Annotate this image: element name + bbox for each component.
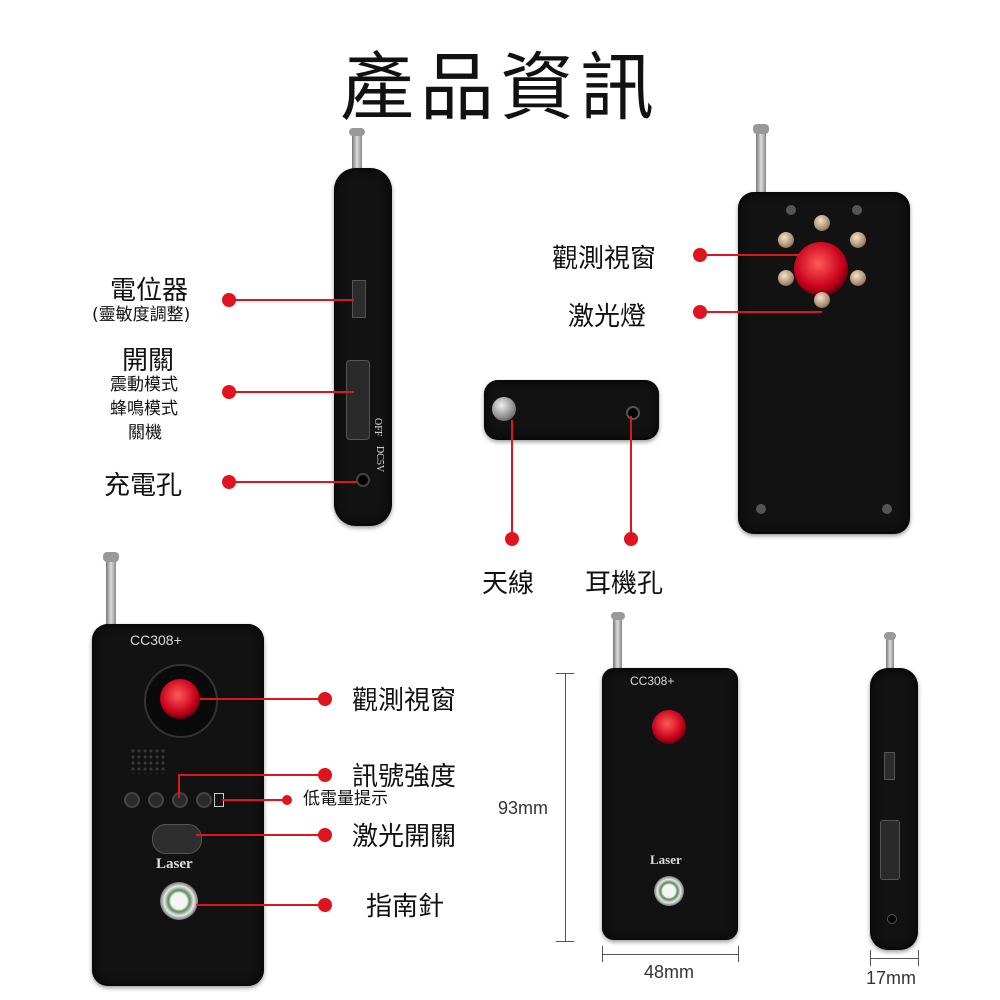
depth-dim-right <box>918 950 919 966</box>
ir-led <box>778 232 794 248</box>
dc-text: DC5V <box>374 446 385 473</box>
ir-led <box>778 270 794 286</box>
charge-port-line <box>229 481 357 483</box>
model-name: CC308+ <box>130 632 182 648</box>
earphone-dot <box>624 532 638 546</box>
laser-switch-line <box>196 834 320 836</box>
laser-led <box>814 292 830 308</box>
signal-led <box>148 792 164 808</box>
front-observation-dot <box>318 692 332 706</box>
signal-dot <box>318 768 332 782</box>
switch-slider <box>880 820 900 880</box>
front-observation-label: 觀測視窗 <box>352 686 457 716</box>
antenna <box>352 128 362 173</box>
charge-port-hole <box>356 473 370 487</box>
signal-label: 訊號強度 <box>352 762 457 792</box>
charge-port-label: 充電孔 <box>104 471 183 501</box>
back-view-device <box>738 120 918 540</box>
antenna-base <box>492 397 516 421</box>
antenna-tip <box>103 552 119 562</box>
antenna-tip <box>349 128 365 136</box>
laser-button-label: Laser <box>650 852 682 867</box>
dimension-side-device <box>868 632 920 952</box>
compass <box>160 882 198 920</box>
earphone-jack-hole <box>626 406 640 420</box>
potentiometer-line <box>229 299 354 301</box>
compass-label: 指南針 <box>366 892 445 922</box>
potentiometer-wheel <box>884 752 895 780</box>
signal-line <box>178 774 320 776</box>
back-observation-label: 觀測視窗 <box>552 244 657 274</box>
switch-mode-vibrate: 震動模式 <box>110 375 178 395</box>
low-battery-dot <box>282 795 292 805</box>
height-dim-bottom <box>556 941 574 942</box>
antenna <box>886 636 894 676</box>
laser-button <box>152 824 202 854</box>
compass-dot <box>318 898 332 912</box>
depth-dim-label: 17mm <box>866 968 917 988</box>
potentiometer-label: 電位器 <box>110 276 189 306</box>
ir-led <box>850 270 866 286</box>
observation-lens <box>794 242 848 296</box>
signal-vline <box>178 774 180 798</box>
potentiometer-sublabel: (靈敏度調整) <box>92 305 191 325</box>
page-title: 產品資訊 <box>340 45 660 131</box>
antenna <box>106 558 116 630</box>
screw <box>882 504 892 514</box>
earphone-line <box>630 416 632 540</box>
back-laser-line <box>700 311 822 313</box>
height-dim-label: 93mm <box>498 798 549 818</box>
ir-led <box>814 215 830 231</box>
switch-line <box>229 391 354 393</box>
front-view-device: CC308+ Laser <box>92 552 272 992</box>
screw <box>756 504 766 514</box>
antenna-line <box>511 420 513 540</box>
top-view-device <box>484 380 659 440</box>
off-text: OFF <box>372 418 383 437</box>
depth-dim-line <box>870 958 918 959</box>
switch-label: 開關 <box>122 346 175 376</box>
width-dim-label: 48mm <box>644 962 695 982</box>
ir-led <box>850 232 866 248</box>
width-dim-right <box>738 946 739 962</box>
signal-led <box>172 792 188 808</box>
charge-port-hole <box>887 914 897 924</box>
low-battery-line <box>222 799 286 801</box>
compass-line <box>196 904 320 906</box>
laser-button-label: Laser <box>156 856 193 872</box>
laser-switch-label: 激光開關 <box>352 822 457 852</box>
potentiometer-wheel <box>352 280 366 318</box>
signal-led <box>196 792 212 808</box>
back-observation-line <box>700 254 800 256</box>
antenna <box>756 130 766 205</box>
low-battery-label: 低電量提示 <box>303 789 388 809</box>
front-observation-line <box>200 698 320 700</box>
observation-lens <box>160 679 200 719</box>
switch-slider <box>346 360 370 440</box>
dimension-front-device: CC308+ Laser <box>600 612 745 942</box>
side-view-device: OFF DC5V <box>334 128 394 528</box>
earphone-label: 耳機孔 <box>585 569 664 599</box>
antenna-label: 天線 <box>482 569 535 599</box>
model-name: CC308+ <box>630 674 675 688</box>
antenna <box>613 616 622 676</box>
antenna-tip <box>611 612 625 620</box>
screw <box>852 205 862 215</box>
speaker-grille <box>130 748 166 774</box>
antenna-tip <box>884 632 896 640</box>
antenna-tip <box>753 124 769 134</box>
observation-lens <box>652 710 686 744</box>
signal-led <box>124 792 140 808</box>
laser-switch-dot <box>318 828 332 842</box>
height-dim-line <box>565 673 566 941</box>
antenna-dot <box>505 532 519 546</box>
switch-mode-off: 關機 <box>128 423 162 443</box>
switch-mode-beep: 蜂鳴模式 <box>110 399 178 419</box>
back-laser-label: 激光燈 <box>568 302 647 332</box>
compass <box>654 876 684 906</box>
screw <box>786 205 796 215</box>
width-dim-line <box>602 954 738 955</box>
